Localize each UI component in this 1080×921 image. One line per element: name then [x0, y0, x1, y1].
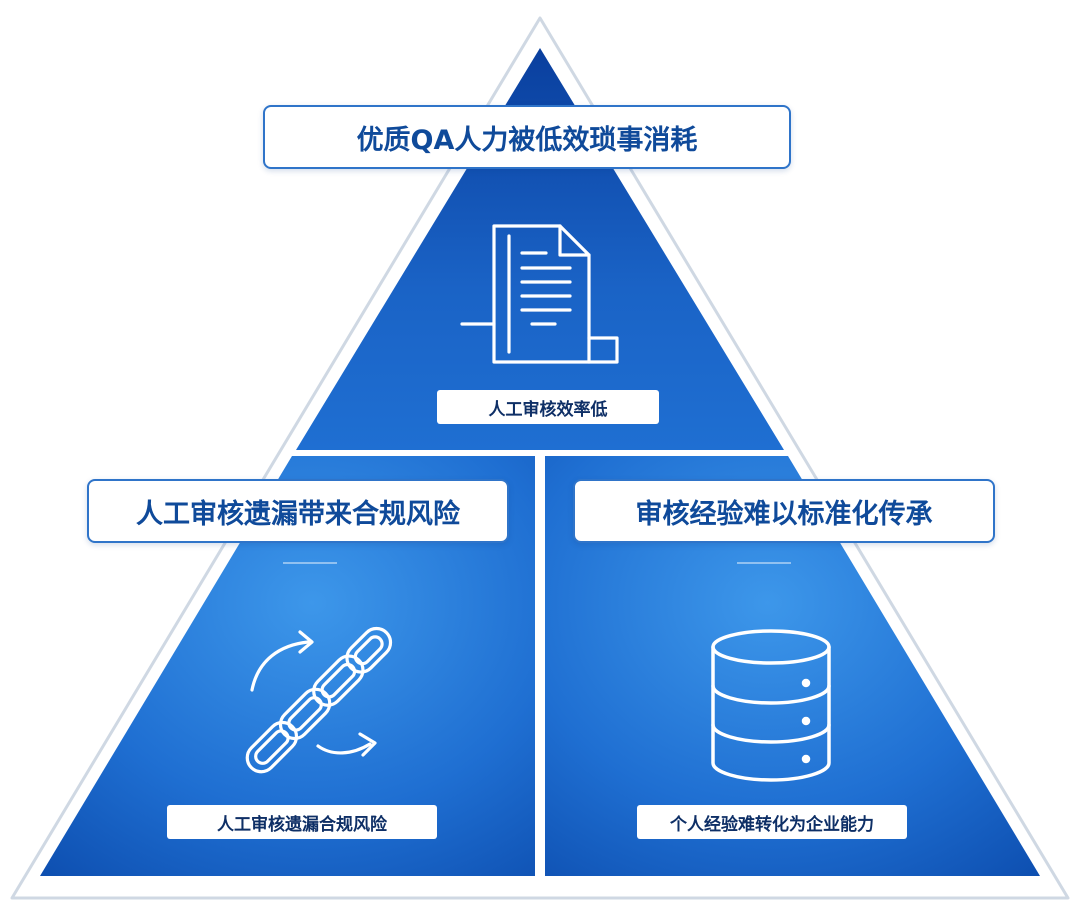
- top-tag: 人工审核效率低: [437, 390, 659, 424]
- bottom-right-title: 审核经验难以标准化传承: [573, 479, 995, 543]
- bottom-left-tag: 人工审核遗漏合规风险: [167, 805, 437, 839]
- database-icon: [711, 629, 831, 782]
- pyramid-bottom-left-section: [40, 456, 535, 876]
- divider-left: [283, 562, 337, 564]
- broken-chain-icon: [245, 626, 393, 774]
- bottom-right-tag: 个人经验难转化为企业能力: [637, 805, 907, 839]
- top-title: 优质QA人力被低效琐事消耗: [263, 105, 791, 169]
- bottom-left-title: 人工审核遗漏带来合规风险: [87, 479, 509, 543]
- document-icon: [460, 224, 619, 364]
- pyramid-top-section: [296, 48, 784, 450]
- pyramid-bottom-right-section: [545, 456, 1040, 876]
- divider-right: [737, 562, 791, 564]
